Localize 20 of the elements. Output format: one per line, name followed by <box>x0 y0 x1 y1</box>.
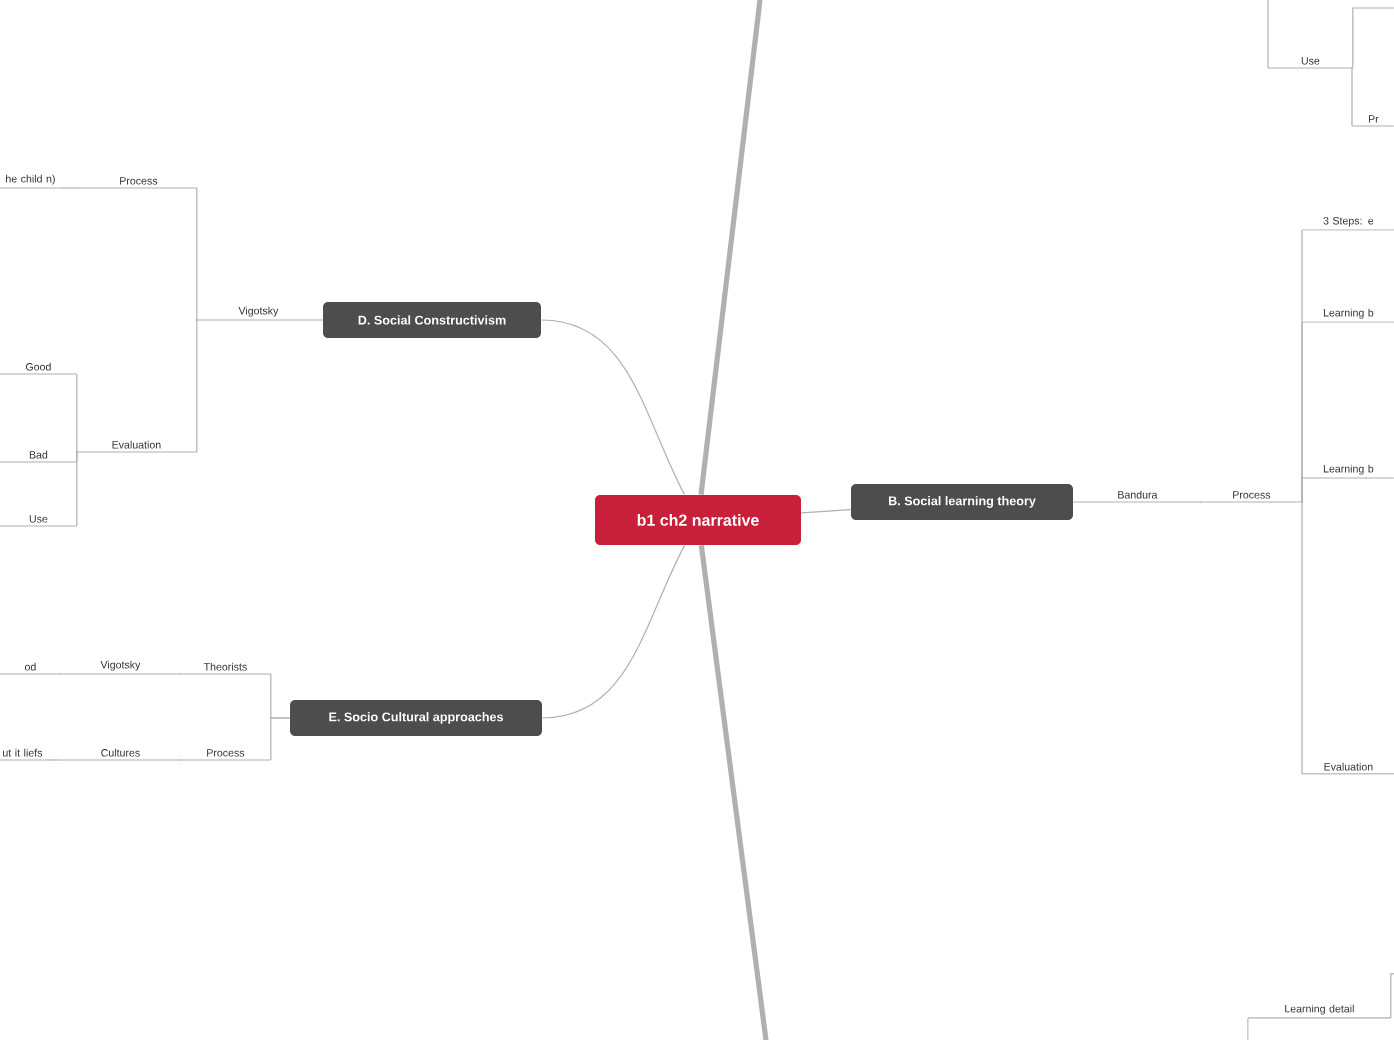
branch-line <box>800 508 852 514</box>
branch-line <box>75 373 78 453</box>
branch-line <box>698 545 769 1040</box>
branch-line <box>698 0 763 495</box>
branch-line <box>1301 477 1304 503</box>
branch-line <box>1267 0 1269 69</box>
branch-line <box>195 187 198 321</box>
branch-line <box>541 544 686 719</box>
branch-line <box>270 717 291 761</box>
branch-line <box>195 319 198 453</box>
branch-line <box>1301 501 1304 775</box>
branch-line <box>60 187 81 189</box>
branch-line <box>75 451 78 527</box>
branch-line <box>44 759 61 761</box>
branch-line <box>540 319 686 496</box>
central-topic-box: b1 ch2 narrative <box>595 495 801 545</box>
branch-line <box>1247 1017 1249 1040</box>
branch-line <box>1390 973 1394 1019</box>
branch-line <box>1352 7 1394 69</box>
branch-line <box>1351 67 1354 127</box>
